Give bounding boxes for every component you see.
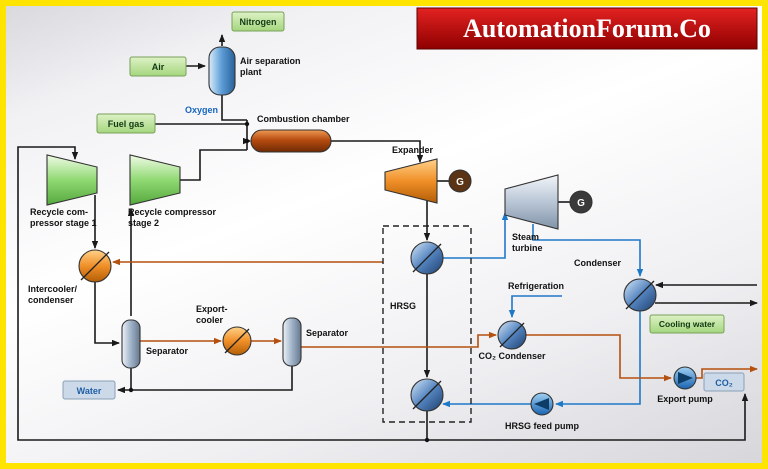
separator-2 [282,317,302,367]
refrigeration-label: Refrigeration [508,281,564,291]
turbine-exhaust-line [532,224,644,277]
condenser-label: Condenser [574,258,622,268]
co2-product-line [696,365,758,379]
air-tag-label: Air [152,62,165,72]
turbine-generator-label: G [577,198,585,209]
junction-dot [128,387,134,393]
separator1-label: Separator [146,346,189,356]
nitrogen-tag [231,11,285,32]
combustion-chamber [250,129,332,153]
hrsg-box [382,225,472,423]
intercooler-hx-symbol [80,251,110,281]
co2-condenser-label: CO₂ Condenser [478,351,546,361]
steam-line [443,212,509,259]
water-tag [62,380,116,400]
steam-turbine-label-line2: turbine [512,243,543,253]
rc1-label-line2: pressor stage 1 [30,218,97,228]
export-pump-label: Export pump [657,394,713,404]
hrsg-feed-pump-label: HRSG feed pump [505,421,580,431]
separator2-label: Separator [306,328,349,338]
combustion-chamber-label: Combustion chamber [257,114,350,124]
water-drain-line [117,368,132,394]
export-pump-impeller [678,372,693,384]
oxygen-line [221,95,247,121]
junction-dot [244,121,250,127]
condensate-line [555,311,641,408]
expander-generator-label: G [456,177,464,188]
hrsg-label: HRSG [390,301,416,311]
export-cooler-label-line1: Export- [196,304,228,314]
cooling-water-tag [649,314,725,334]
co2-tag [703,372,745,392]
expander-label: Expander [392,145,434,155]
hrsg-feed-pump-impeller [534,398,549,410]
bottom-right-return-line [427,393,749,441]
separator2-drain-line [131,366,293,391]
export-cooler-label-line2: cooler [196,315,224,325]
junction-dot [424,437,430,443]
hrsg-hx-top-symbol [412,243,442,273]
rc2-label-line2: stage 2 [128,218,159,228]
recycle-compressor-stage-2 [129,154,181,206]
expander [384,158,438,204]
co2-tag-label: CO₂ [715,378,733,388]
recycle-to-combustor-line [180,149,247,181]
condenser-hx-symbol [625,280,655,310]
oxygen-label: Oxygen [185,105,218,115]
rc2-label-line1: Recycle compressor [128,207,217,217]
fuel-gas-tag-label: Fuel gas [108,119,145,129]
hrsg-hx-bottom-symbol [412,380,442,410]
refrigeration-line [508,295,562,318]
intercooler-to-separator1-line [94,282,120,347]
combustor-to-expander-line [331,140,424,163]
recycle-compressor-stage-1 [46,154,98,206]
steam-turbine-label-line1: Steam [512,232,539,242]
separator2-to-co2condenser-line [301,331,497,348]
site-banner [416,7,758,50]
asp-label-line1: Air separation [240,56,301,66]
intercooler-label-line1: Intercooler/ [28,284,78,294]
air-tag [129,56,187,77]
junction-dot [244,138,250,144]
turbine-generator [569,190,593,214]
expander-generator [448,169,472,193]
steam-turbine [504,174,559,230]
separator-1 [121,319,141,369]
rc1-label-line1: Recycle com- [30,207,88,217]
asp-label-line2: plant [240,67,262,77]
intercooler-label-line2: condenser [28,295,74,305]
co2-condenser-hx-symbol [499,322,525,348]
export-cooler-hx-symbol [224,328,250,354]
water-tag-label: Water [77,386,102,396]
nitrogen-tag-label: Nitrogen [240,17,277,27]
co2condenser-to-exportpump-line [526,334,672,382]
fuel-gas-tag [96,113,156,134]
cooling-water-tag-label: Cooling water [659,319,716,329]
site-banner-title: AutomationForum.Co [463,14,711,43]
recycle-gas-loop-line [17,146,428,441]
air-separation-plant-vessel [208,46,236,96]
